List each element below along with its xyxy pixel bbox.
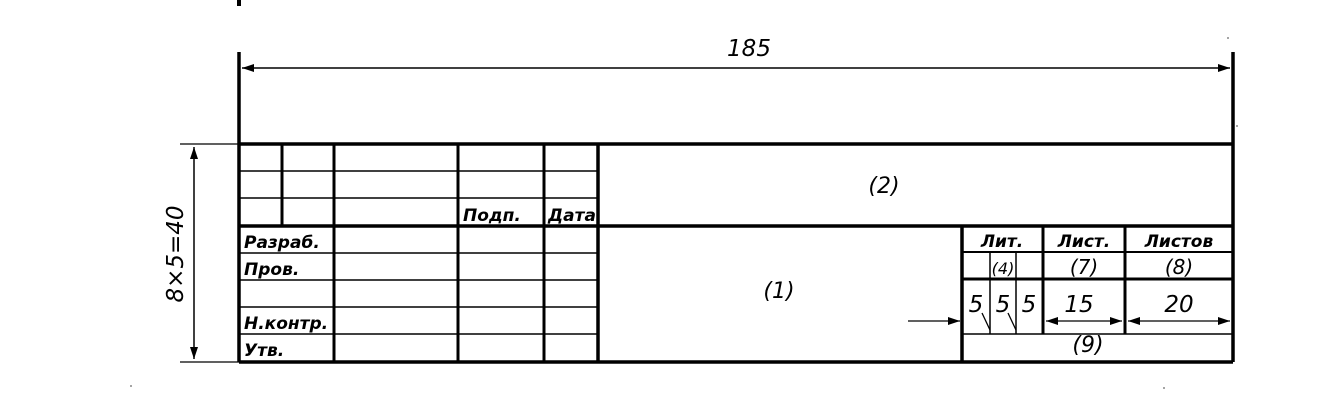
left-grid <box>239 144 1233 362</box>
width-dimension-label: 185 <box>727 36 771 62</box>
zone-4-label: (4) <box>992 259 1015 278</box>
date-header: Дата <box>547 206 596 226</box>
dot-mark <box>1227 37 1229 39</box>
row-label-checked: Пров. <box>244 260 299 280</box>
dot-mark <box>1163 387 1165 389</box>
cell-dimension-arrows <box>908 312 1230 331</box>
row-label-developed: Разраб. <box>244 233 320 253</box>
row-label-norm-control: Н.контр. <box>244 314 328 334</box>
zone-1-label: (1) <box>763 279 794 304</box>
top-tick <box>237 0 241 6</box>
sheet-header: Лист. <box>1057 232 1110 252</box>
sheets-header: Листов <box>1144 232 1214 252</box>
sheets-width: 20 <box>1164 292 1193 318</box>
lit-cell-3-width: 5 <box>1022 292 1037 318</box>
row-label-approved: Утв. <box>244 341 284 361</box>
sheet-width: 15 <box>1064 292 1093 318</box>
lit-cell-2-width: 5 <box>996 292 1011 318</box>
zone-9-label: (9) <box>1072 333 1103 358</box>
zone-2-label: (2) <box>868 174 899 199</box>
lit-header: Лит. <box>980 232 1023 252</box>
dot-mark <box>130 385 132 387</box>
right-grid <box>960 226 1233 362</box>
height-dimension-label: 8×5=40 <box>163 205 189 302</box>
height-dimension <box>180 143 239 363</box>
zone-8-label: (8) <box>1165 255 1193 279</box>
lit-cell-1-width: 5 <box>969 292 984 318</box>
signature-header: Подп. <box>463 206 521 226</box>
outer-frame <box>237 52 1235 364</box>
zone-7-label: (7) <box>1070 255 1098 279</box>
dot-mark <box>1236 125 1238 127</box>
